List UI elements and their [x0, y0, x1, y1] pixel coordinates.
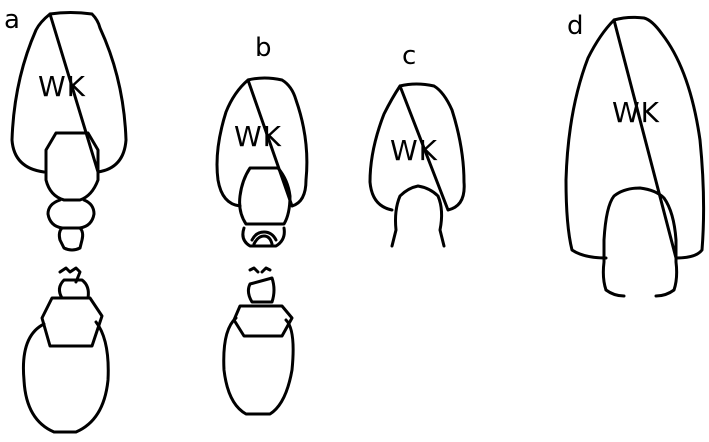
- panel-b-upper-tip: [254, 236, 272, 244]
- panel-b-lower-tip: [250, 268, 270, 272]
- panel-b-lower-segment: [234, 306, 292, 336]
- panel-d: d WK: [566, 11, 704, 296]
- panel-b-lower-knob: [248, 278, 274, 302]
- panel-c-inner-segment: [392, 186, 444, 246]
- panel-d-letter: d: [567, 11, 584, 41]
- panel-a-tip: [59, 228, 82, 250]
- panel-a-lower-segment: [42, 298, 102, 346]
- panel-a-letter: a: [4, 5, 20, 35]
- panel-b: b WK: [217, 33, 307, 414]
- panel-a-wk-label: WK: [38, 70, 86, 103]
- panel-c-wk-label: WK: [390, 134, 438, 167]
- panel-d-body: [566, 17, 704, 258]
- panel-a-knob-segment: [48, 200, 94, 228]
- panel-d-wk-label: WK: [612, 96, 660, 129]
- panel-b-wk-label: WK: [234, 120, 282, 153]
- panel-d-inner-segment: [603, 188, 676, 296]
- panel-c: c WK: [370, 41, 464, 246]
- panel-c-letter: c: [402, 41, 416, 71]
- panel-a-lower-knob: [59, 280, 88, 298]
- panel-b-letter: b: [255, 33, 272, 63]
- panel-b-inner-segment: [240, 168, 290, 224]
- panel-a: a WK: [4, 5, 126, 432]
